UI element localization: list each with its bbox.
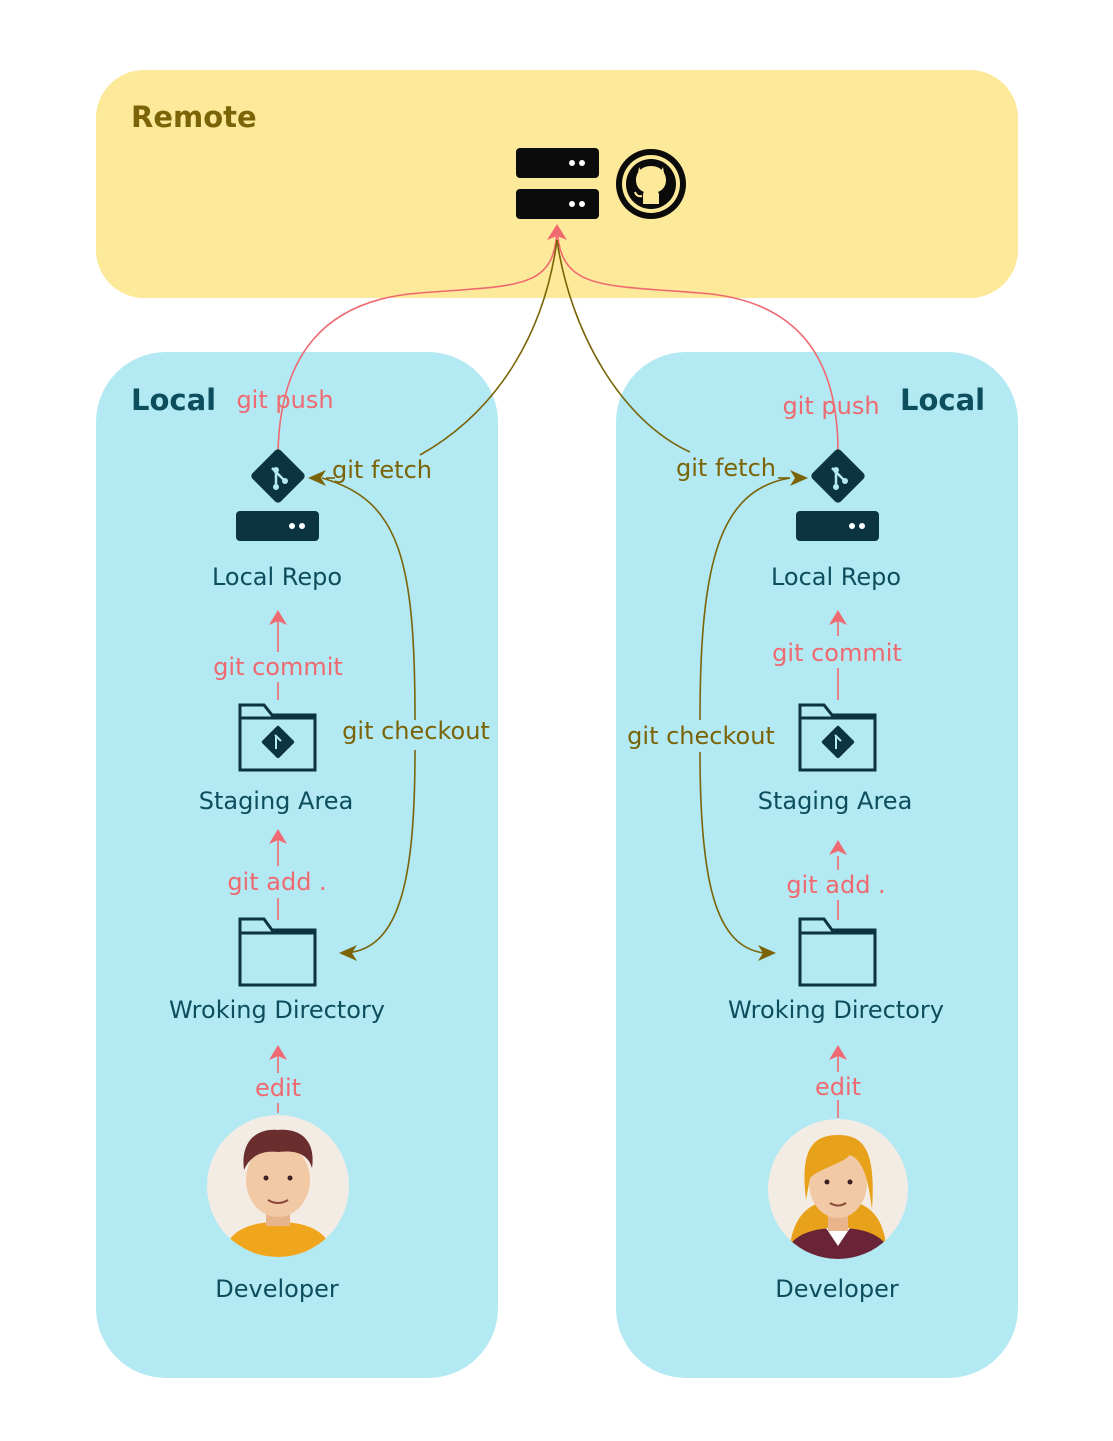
left-git-push-label: git push bbox=[236, 386, 334, 414]
right-git-fetch-label: git fetch bbox=[676, 454, 776, 482]
right-staging-area-label: Staging Area bbox=[757, 787, 913, 815]
right-git-commit-label: git commit bbox=[772, 639, 902, 667]
left-staging-area-label: Staging Area bbox=[198, 787, 354, 815]
left-staging-folder-icon bbox=[238, 703, 317, 772]
left-git-add-label: git add . bbox=[227, 868, 327, 896]
local-title-right: Local bbox=[900, 383, 986, 417]
right-git-checkout-label: git checkout bbox=[627, 722, 775, 750]
left-local-repo-label: Local Repo bbox=[211, 563, 343, 591]
right-server-icon bbox=[796, 511, 879, 541]
right-git-push-label: git push bbox=[782, 392, 880, 420]
local-title-left: Local bbox=[131, 383, 217, 417]
right-developer-label: Developer bbox=[775, 1275, 899, 1303]
remote-title: Remote bbox=[131, 100, 257, 134]
right-local-repo-label: Local Repo bbox=[770, 563, 902, 591]
left-git-fetch-label: git fetch bbox=[332, 456, 432, 484]
remote-server-icon bbox=[516, 148, 599, 219]
right-working-directory-label: Wroking Directory bbox=[728, 996, 944, 1024]
right-working-folder-icon bbox=[798, 917, 877, 987]
left-developer-avatar bbox=[207, 1115, 349, 1257]
github-icon bbox=[616, 149, 686, 219]
left-edit-label: edit bbox=[254, 1074, 302, 1102]
left-git-icon bbox=[251, 449, 305, 503]
left-git-commit-label: git commit bbox=[213, 653, 343, 681]
right-git-add-label: git add . bbox=[786, 871, 886, 899]
left-working-folder-icon bbox=[238, 917, 317, 987]
left-server-icon bbox=[236, 511, 319, 541]
remote-panel bbox=[96, 70, 1018, 298]
right-edit-label: edit bbox=[814, 1073, 862, 1101]
left-developer-label: Developer bbox=[215, 1275, 339, 1303]
right-developer-avatar bbox=[768, 1119, 908, 1259]
left-git-checkout-label: git checkout bbox=[342, 717, 490, 745]
right-staging-folder-icon bbox=[798, 703, 877, 772]
right-git-icon bbox=[811, 449, 865, 503]
left-working-directory-label: Wroking Directory bbox=[169, 996, 385, 1024]
